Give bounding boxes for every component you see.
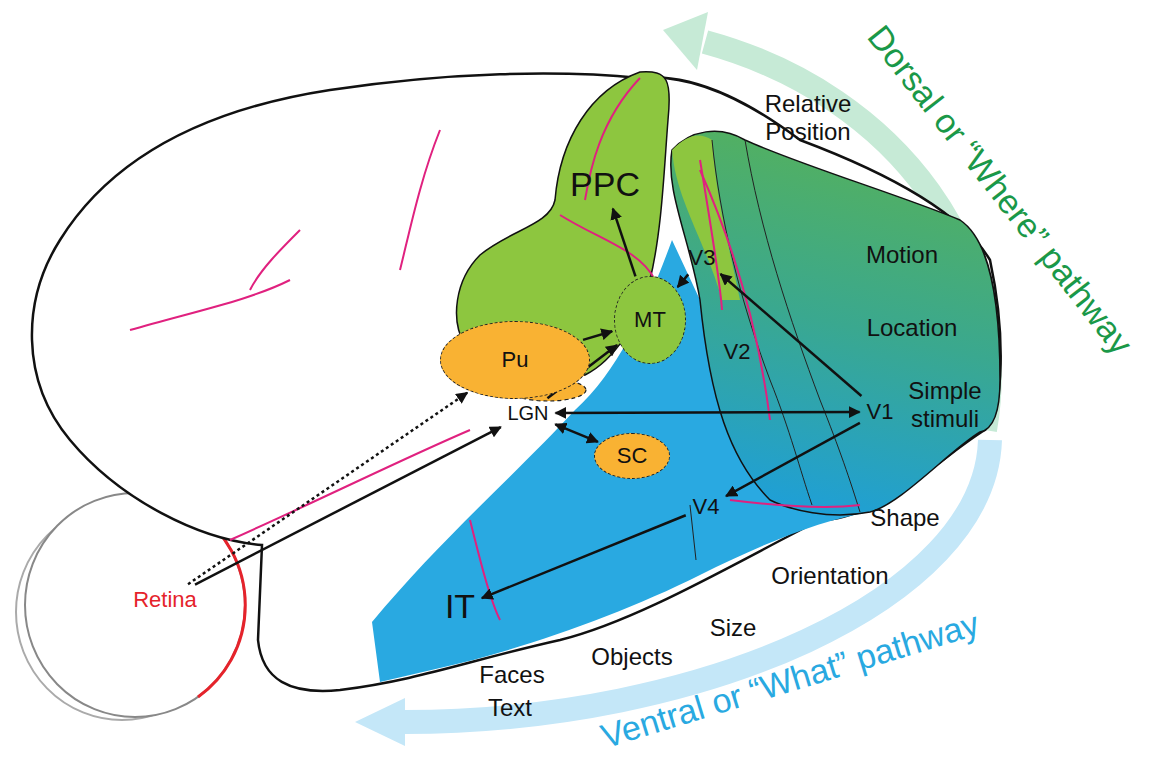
projection-arrow [678, 274, 689, 287]
feature-label: Text [488, 694, 532, 722]
dorsal-arrowhead [663, 12, 708, 70]
area-ellipse: Pu [440, 321, 590, 399]
area-label: PPC [566, 164, 644, 205]
projection-arrow [188, 393, 467, 584]
pathway-title: Ventral or “What” pathway [596, 604, 983, 756]
ventral-arrowhead [355, 698, 405, 746]
sulcus [700, 160, 722, 310]
area-name: Retina [133, 588, 197, 612]
area-label: LGN [503, 400, 552, 426]
projection-arrow [482, 515, 686, 598]
feature-label: Simple stimuli [890, 377, 1000, 432]
area-border [712, 140, 812, 505]
area-name: SC [617, 444, 648, 468]
occipital-region [671, 131, 1000, 515]
area-name: V3 [689, 246, 716, 270]
area-border [745, 140, 860, 512]
feature-label: Objects [591, 643, 672, 671]
area-name: PPC [570, 166, 640, 203]
feature-label: Size [710, 614, 757, 642]
projection-arrow [726, 423, 860, 496]
projection-arrow [556, 411, 860, 414]
projection-arrow [195, 427, 501, 585]
sulcus [730, 500, 860, 507]
area-label: IT [441, 586, 479, 627]
sulcus [400, 130, 440, 270]
area-label: Retina [129, 586, 201, 614]
area-label: V3 [685, 244, 720, 272]
projection-arrow [721, 274, 862, 396]
feature-label: Location [867, 314, 958, 342]
feature-label: Motion [866, 241, 938, 269]
area-ellipse: MT [614, 276, 686, 364]
area-label: V1 [863, 398, 898, 426]
area-name: V1 [867, 400, 894, 424]
area-label: V2 [720, 338, 755, 366]
projection-arrow [555, 424, 598, 442]
feature-label: Shape [870, 504, 939, 532]
projection-arrow [583, 331, 612, 340]
area-name: LGN [507, 402, 548, 424]
area-name: IT [445, 588, 475, 625]
sulcus [560, 215, 655, 280]
feature-label: Orientation [771, 562, 888, 590]
area-label: V4 [689, 493, 724, 521]
brain-outline [32, 74, 1001, 691]
sulcus [130, 280, 290, 330]
area-name: Pu [502, 348, 529, 372]
feature-label: Relative Position [738, 90, 878, 145]
area-name: MT [634, 308, 666, 332]
v3-region [672, 135, 740, 300]
area-ellipse: SC [594, 433, 670, 479]
sulcus [700, 170, 770, 420]
sulcus [230, 430, 470, 540]
sulcus [250, 230, 300, 290]
feature-label: Faces [479, 661, 544, 689]
projection-arrow [613, 209, 636, 277]
area-name: V2 [724, 340, 751, 364]
area-name: V4 [693, 495, 720, 519]
